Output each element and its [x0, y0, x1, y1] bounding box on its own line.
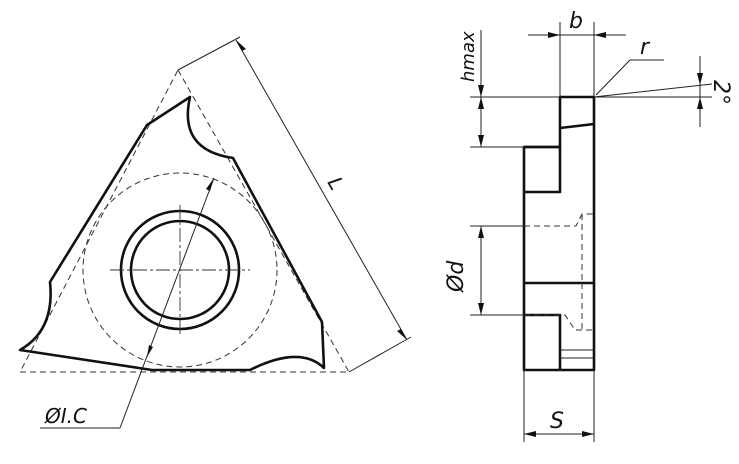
b-arrow-right	[594, 32, 606, 38]
L-label: L	[323, 172, 349, 194]
inscribed-circle	[82, 172, 278, 368]
d-arrow-bottom	[478, 303, 484, 315]
hmax-label: hmax	[458, 31, 479, 82]
ic-arrow-bottom	[147, 345, 153, 357]
d-label: Ød	[444, 260, 469, 293]
ic-dimension-line	[119, 177, 215, 429]
L-arrow-bottom	[397, 329, 407, 340]
b-label: b	[569, 9, 583, 34]
chip-groove	[559, 122, 595, 130]
theoretical-triangle	[19, 68, 350, 373]
d-arrow-top	[478, 226, 484, 238]
front-view: L ØI.C	[18, 36, 412, 429]
r-label: r	[640, 35, 651, 60]
hole-hidden-lower	[524, 283, 594, 331]
angle-label: 2°	[708, 80, 733, 105]
b-arrow-left	[548, 32, 560, 38]
r-leader	[595, 59, 631, 96]
top-pocket	[524, 145, 562, 194]
ic-label: ØI.C	[44, 404, 87, 428]
L-extension-bottom	[348, 336, 412, 373]
hole-hidden-upper	[524, 213, 594, 283]
bottom-lip	[560, 349, 594, 359]
angle-arrow-bottom	[697, 97, 703, 109]
s-label: S	[550, 409, 564, 434]
side-view: b r 2° hmax Ød S	[444, 9, 733, 442]
L-extension-top	[177, 36, 241, 71]
bottom-pocket	[524, 313, 562, 370]
s-arrow-right	[582, 431, 594, 437]
s-arrow-left	[524, 431, 536, 437]
angle-arrow-top	[697, 73, 703, 85]
L-dimension-line	[235, 39, 408, 341]
angle-rake-line	[593, 83, 713, 98]
insert-outline	[18, 95, 326, 372]
ic-arrow-top	[206, 178, 214, 191]
hmax-arrow-mid	[478, 97, 484, 109]
hmax-arrow-top	[478, 85, 484, 97]
L-arrow-top	[236, 40, 246, 51]
hmax-arrow-bottom	[478, 135, 484, 147]
